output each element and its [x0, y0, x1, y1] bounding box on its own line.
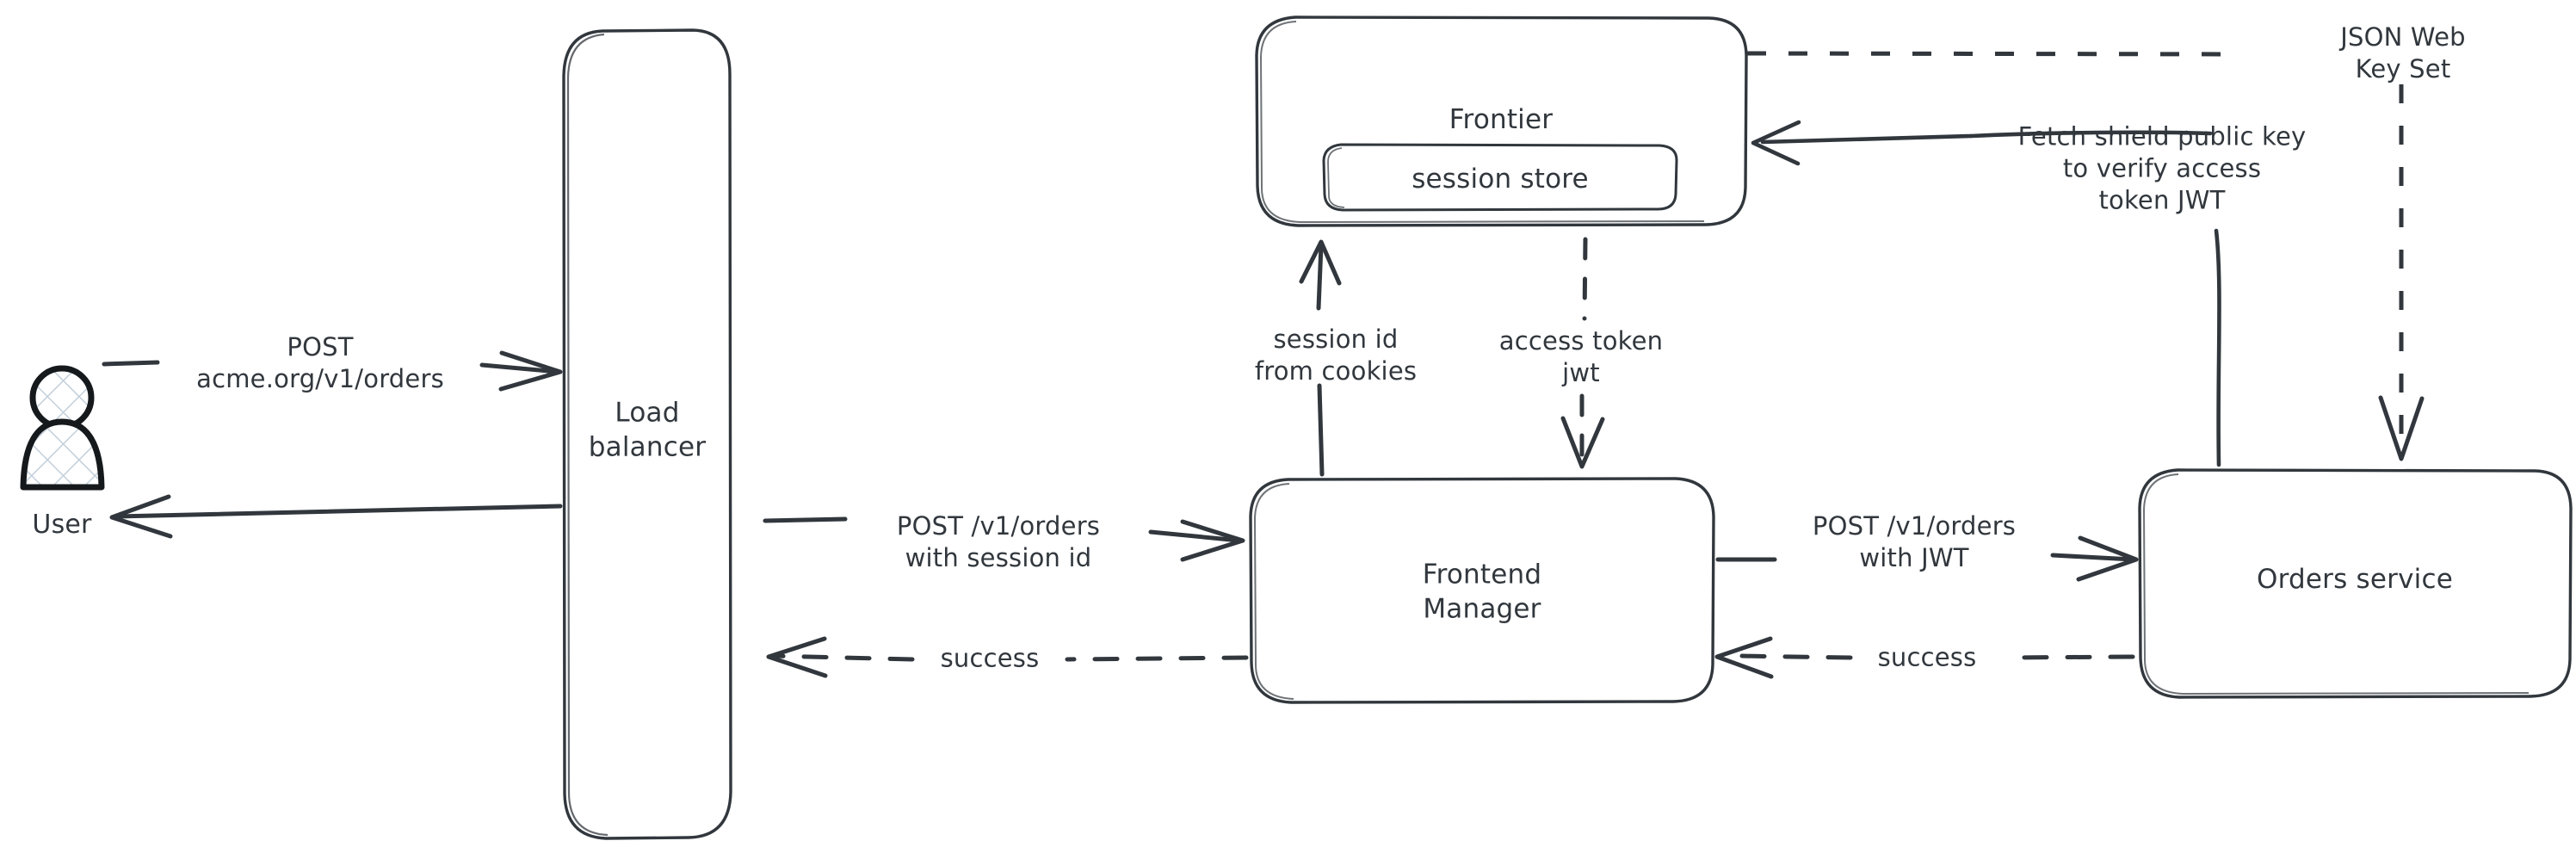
user-person-icon: [20, 365, 105, 491]
edge-user-to-load-balancer: [102, 350, 563, 392]
edge-orders-service-to-frontier: [1751, 120, 2221, 467]
edge-frontend-manager-to-orders-service: [1715, 535, 2139, 582]
edge-frontend-manager-to-load-balancer: [766, 636, 1249, 678]
edge-frontier-to-frontend-manager: [1560, 237, 1605, 469]
node-load-balancer[interactable]: [562, 28, 732, 840]
edge-orders-service-to-frontend-manager: [1714, 636, 2135, 679]
edge-frontier-to-orders-service: [1746, 51, 2425, 461]
edge-load-balancer-to-frontend-manager: [763, 516, 1245, 562]
node-frontend-manager[interactable]: [1249, 477, 1715, 704]
edge-frontend-manager-to-frontier: [1299, 239, 1342, 477]
node-orders-service[interactable]: [2138, 468, 2573, 699]
edge-load-balancer-to-user: [109, 494, 563, 539]
node-session-store[interactable]: [1322, 143, 1678, 212]
